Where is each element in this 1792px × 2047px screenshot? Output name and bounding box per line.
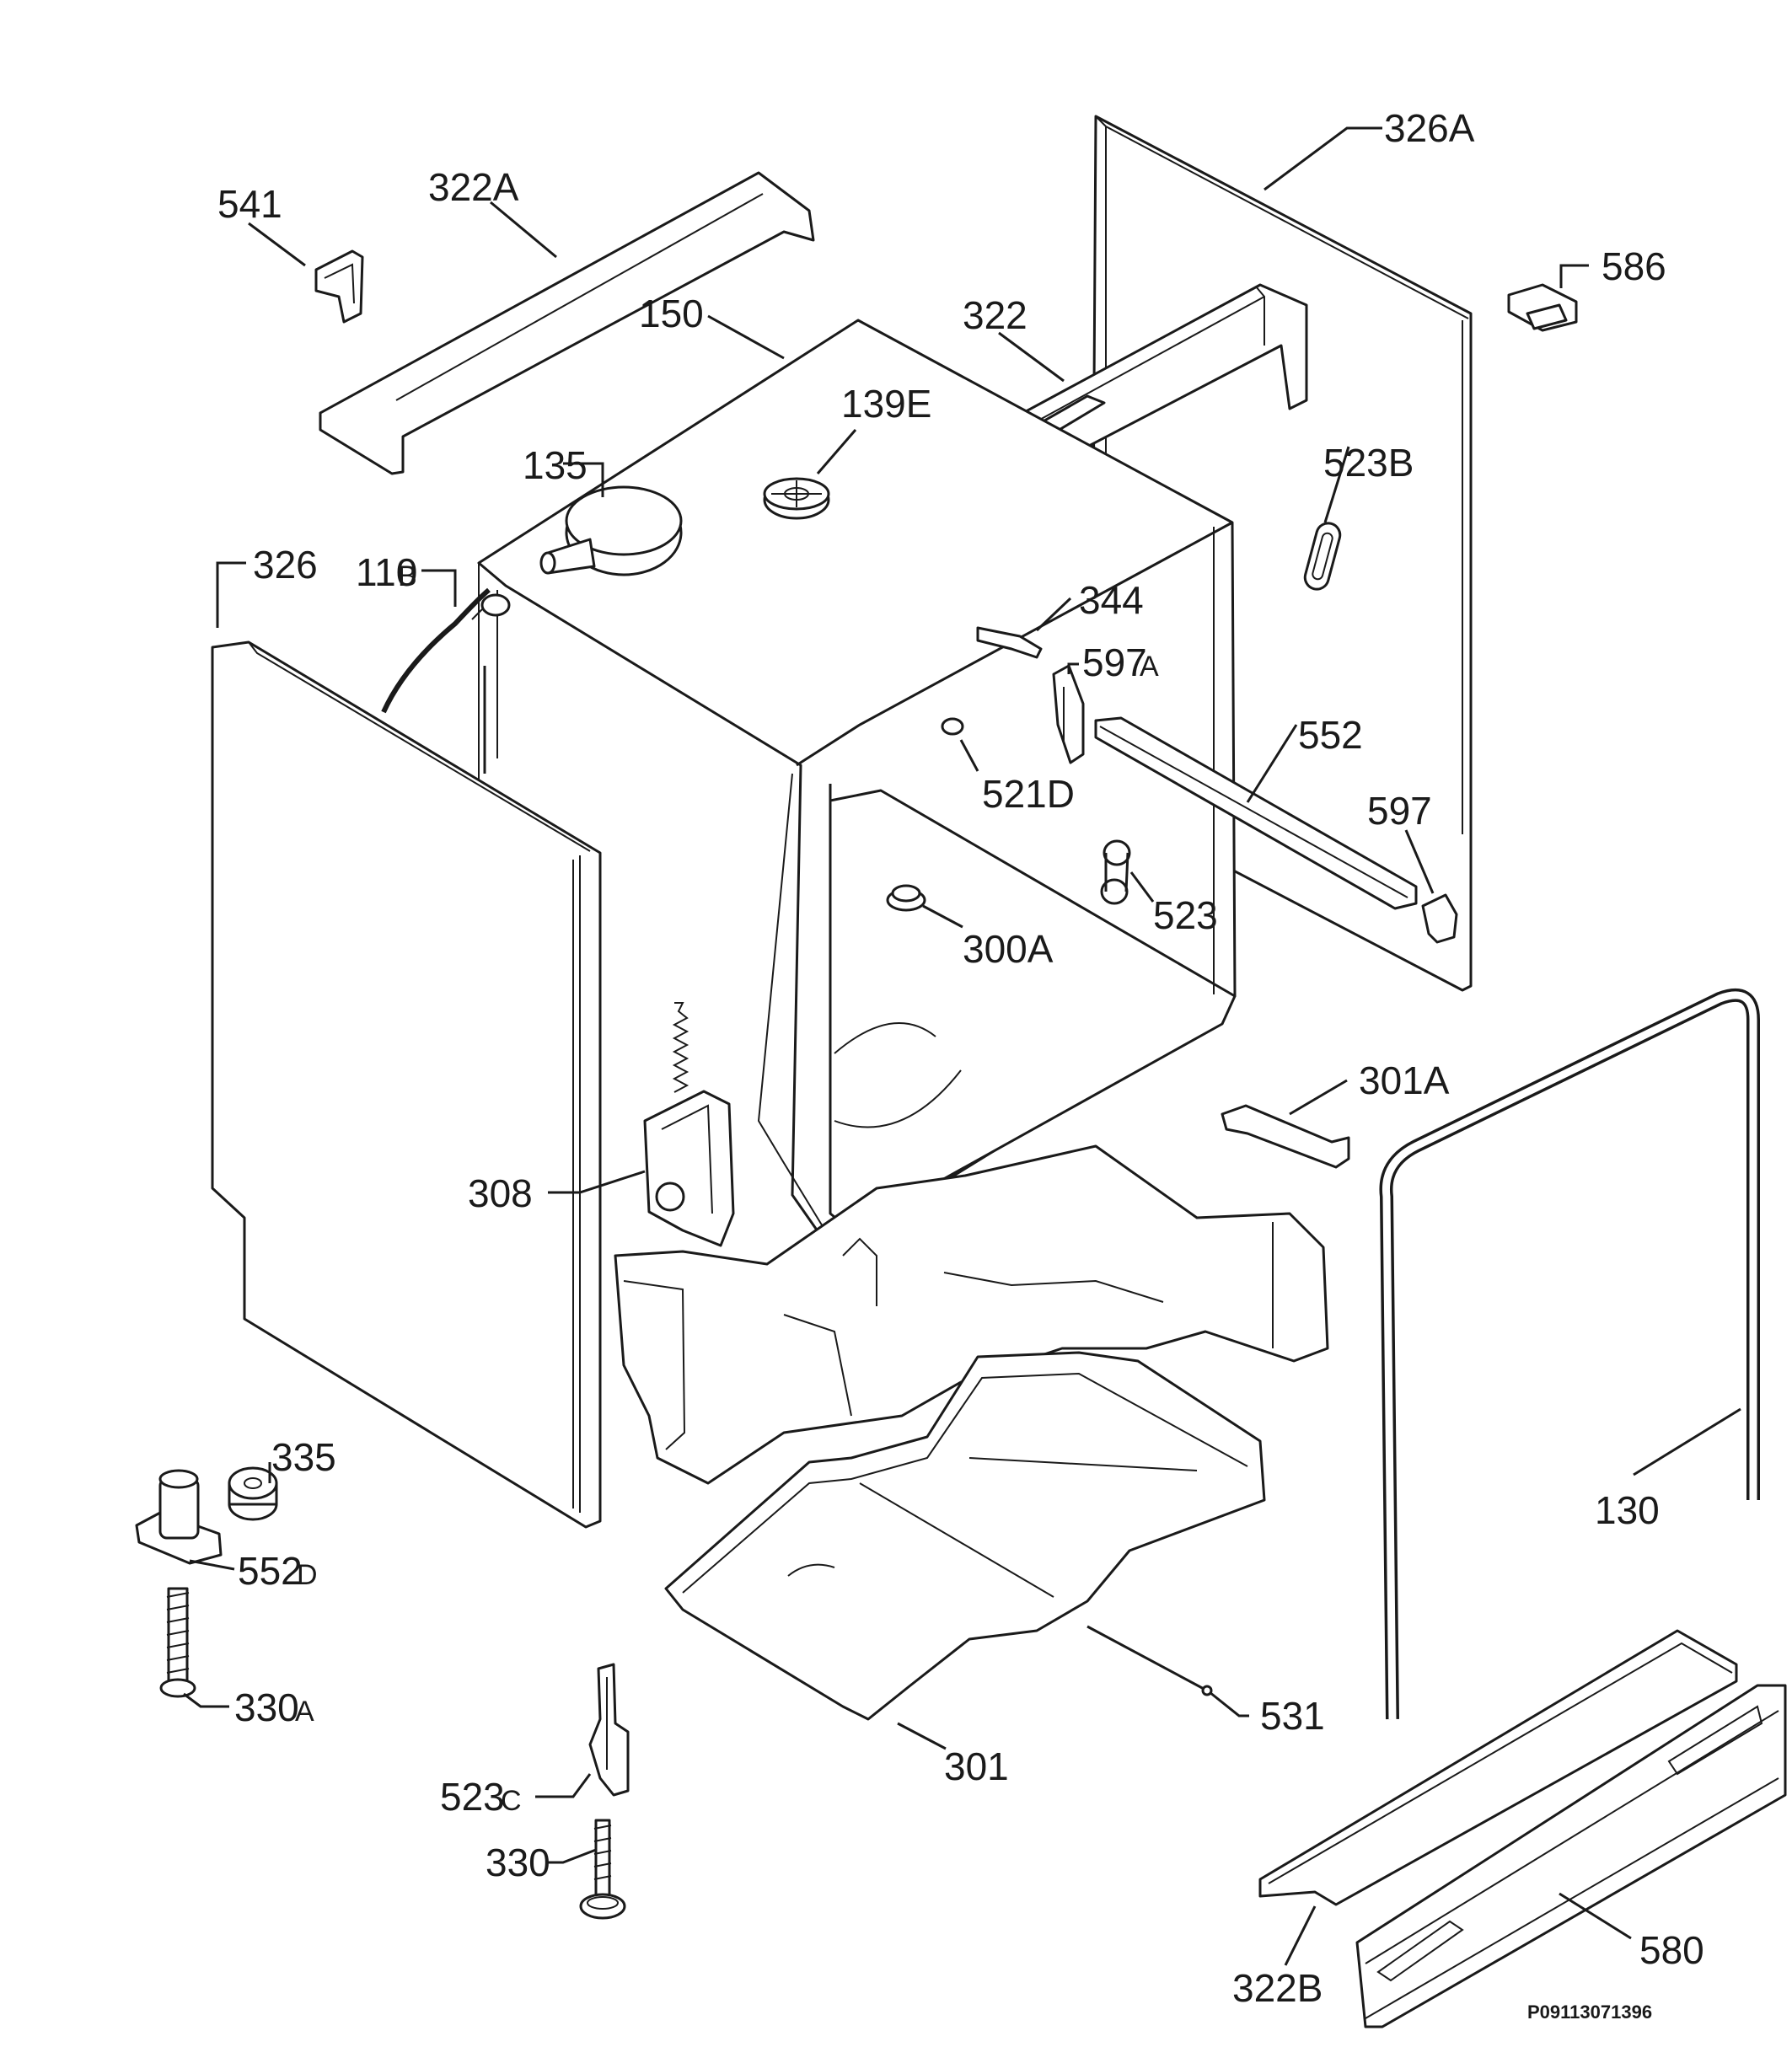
part-300A-fitting [886,884,926,912]
leader-552 [1246,724,1298,803]
part-597-catch [1421,893,1458,944]
label-150: 150 [639,292,704,335]
part-521D-nut [941,717,964,736]
leader-523 [1129,871,1155,903]
label-139E: 139E [841,382,931,426]
leader-322 [998,331,1065,383]
part-326-left-side-panel [211,640,602,1529]
label-597: 597 [1367,789,1432,833]
leader-580 [1559,1892,1632,1940]
part-322A-top-rail [319,171,815,475]
leader-300A [922,904,963,929]
label-322: 322 [963,293,1027,337]
label-300A: 300A [963,927,1054,971]
part-base [614,1144,1329,1485]
label-552D-sub: D [297,1559,318,1591]
leader-135 [563,462,604,497]
part-586-bracket [1507,283,1578,332]
part-322B-lower-rail [1258,1629,1738,1906]
part-344-clip [976,626,1043,659]
label-322B: 322B [1232,1966,1323,2010]
part-580-toe-kick [1355,1684,1787,2028]
part-308-hinge [643,1002,735,1247]
leader-lines [183,126,1741,1966]
label-326: 326 [253,543,318,587]
label-330: 330 [486,1841,550,1884]
label-552: 552 [1298,713,1363,757]
label-521D: 521D [982,772,1075,816]
label-326A: 326A [1384,106,1475,150]
leader-110B [421,569,457,607]
label-523: 523 [1153,893,1218,937]
label-344: 344 [1079,578,1144,622]
diagram-code: P09113071396 [1527,2001,1652,2023]
part-301A-cover [1221,1104,1350,1169]
leader-322B [1284,1905,1317,1966]
label-523C-sub: C [501,1785,522,1817]
part-531-rod [1086,1625,1213,1696]
label-322A: 322A [428,165,519,209]
part-541-clip [314,249,364,324]
leader-531 [1209,1691,1249,1717]
label-541: 541 [217,182,282,226]
leader-541 [248,222,306,267]
part-330A-screw [159,1587,196,1698]
leader-586 [1559,264,1589,288]
leader-344 [1035,597,1072,632]
leader-330 [546,1848,597,1864]
leader-301 [897,1722,947,1750]
part-523-roller [1100,839,1131,905]
part-130-door-gasket [1379,989,1760,1720]
label-586: 586 [1602,244,1666,288]
part-330-foot-screw [579,1819,626,1920]
part-139E-rinse-aid-cap [763,477,830,520]
label-330A-sub: A [295,1696,314,1728]
label-110B-main: 110 [356,550,417,594]
part-labels: 541 322A 326A 586 150 322 139E 135 523B … [217,106,1704,2010]
leader-597 [1404,829,1435,894]
label-308: 308 [468,1171,533,1215]
label-531: 531 [1260,1694,1325,1738]
leader-322A [490,201,557,259]
leader-308 [548,1170,646,1194]
part-523C-bracket [588,1663,630,1797]
part-301-base-tray [664,1351,1266,1721]
part-135-salt-container [539,485,683,576]
leader-326 [216,561,246,628]
label-335: 335 [271,1435,336,1479]
label-552D-main: 552 [238,1549,303,1593]
label-330A-main: 330 [234,1685,299,1729]
leader-130 [1633,1407,1741,1476]
leader-301A [1289,1079,1348,1116]
part-523B-link [1303,522,1342,591]
label-597A-main: 597 [1082,640,1147,684]
part-552-rail [1094,716,1418,910]
leader-326A [1264,126,1382,191]
part-110B-hose [381,587,511,774]
leader-523C [535,1773,592,1798]
label-597A-sub: A [1140,651,1159,683]
label-135: 135 [523,443,587,487]
leader-330A [183,1692,229,1708]
leader-150 [707,314,785,360]
leader-597A [1067,662,1079,674]
leader-139E [816,429,857,474]
label-580: 580 [1639,1928,1704,1972]
label-301A: 301A [1359,1058,1450,1102]
part-552D-actuator [135,1469,223,1565]
label-523B: 523B [1323,441,1414,485]
leader-521D [959,739,979,772]
leader-523B [1323,446,1350,523]
label-523C-main: 523 [440,1775,505,1819]
label-130: 130 [1595,1488,1660,1532]
leader-552D [189,1559,235,1571]
label-301: 301 [944,1744,1009,1788]
label-110B-sub: B [398,560,417,592]
part-335-gear [228,1466,278,1521]
